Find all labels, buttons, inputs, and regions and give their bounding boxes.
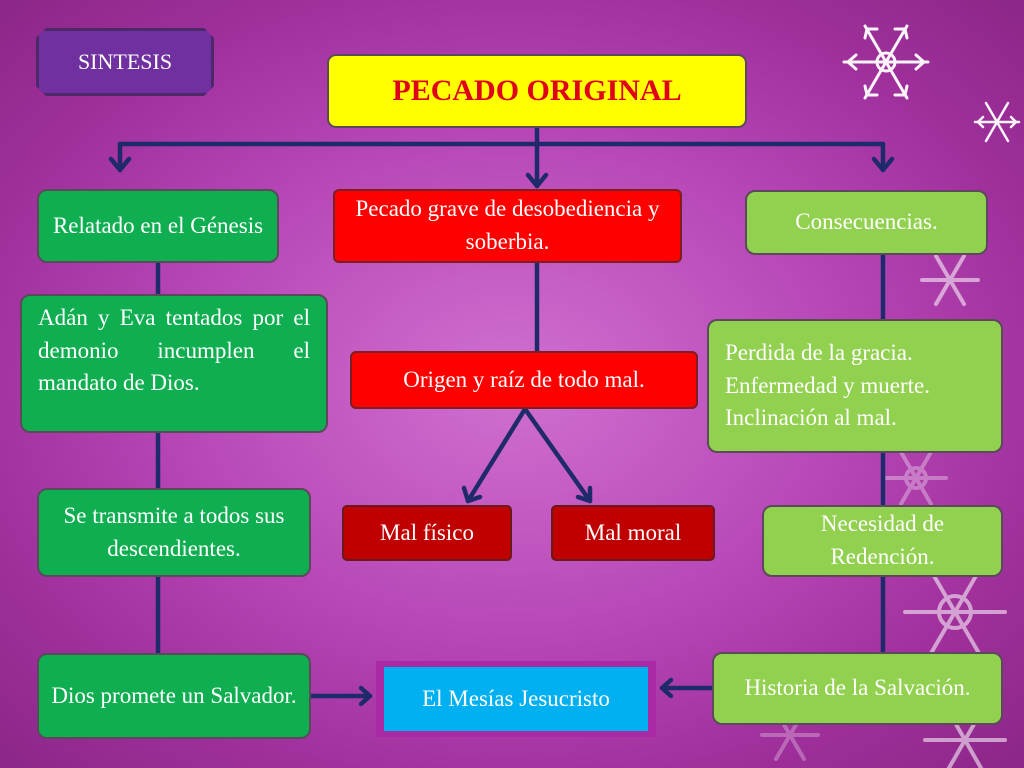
adan-eva-box: Adán y Eva tentados por el demonio incum…	[20, 294, 328, 433]
historia-text: Historia de la Salvación.	[744, 675, 971, 701]
promete-text: Dios promete un Salvador.	[51, 682, 297, 708]
snowflake-icon	[920, 254, 980, 306]
snowflake-icon	[842, 24, 930, 100]
origen-box: Origen y raíz de todo mal.	[350, 351, 698, 409]
snowflake-icon	[973, 101, 1021, 143]
mal-fisico-box: Mal físico	[342, 505, 512, 561]
necesidad-text: Necesidad de Redención.	[820, 511, 945, 569]
necesidad-box: Necesidad de Redención.	[762, 505, 1003, 577]
mesias-text: El Mesías Jesucristo	[422, 686, 610, 711]
mal-moral-box: Mal moral	[551, 505, 715, 561]
relatado-text: Relatado en el Génesis	[52, 212, 264, 238]
adan-eva-text: Adán y Eva tentados por el demonio incum…	[38, 305, 310, 396]
perdida-box: Perdida de la gracia. Enfermedad y muert…	[707, 319, 1003, 453]
consecuencias-text: Consecuencias.	[795, 209, 938, 235]
relatado-box: Relatado en el Génesis	[37, 189, 279, 263]
mesias-frame: El Mesías Jesucristo	[376, 661, 656, 737]
mal-fisico-text: Mal físico	[380, 519, 474, 545]
sintesis-label: SINTESIS	[77, 49, 173, 74]
mesias-box: El Mesías Jesucristo	[384, 667, 648, 731]
pecado-grave-box: Pecado grave de desobediencia y soberbia…	[333, 189, 682, 263]
transmite-box: Se transmite a todos sus descendientes.	[37, 488, 311, 577]
perdida-text: Perdida de la gracia. Enfermedad y muert…	[725, 340, 930, 431]
promete-box: Dios promete un Salvador.	[37, 653, 311, 739]
snowflake-icon	[903, 567, 1007, 657]
sintesis-tag: SINTESIS	[36, 28, 214, 96]
historia-box: Historia de la Salvación.	[712, 652, 1003, 725]
title-box: PECADO ORIGINAL	[327, 54, 747, 128]
consecuencias-box: Consecuencias.	[745, 190, 988, 255]
transmite-text: Se transmite a todos sus descendientes.	[63, 502, 285, 561]
pecado-grave-text: Pecado grave de desobediencia y soberbia…	[355, 196, 660, 254]
page-title: PECADO ORIGINAL	[392, 74, 682, 107]
snowflake-icon	[884, 450, 948, 506]
origen-text: Origen y raíz de todo mal.	[403, 366, 645, 392]
mal-moral-text: Mal moral	[584, 519, 682, 545]
